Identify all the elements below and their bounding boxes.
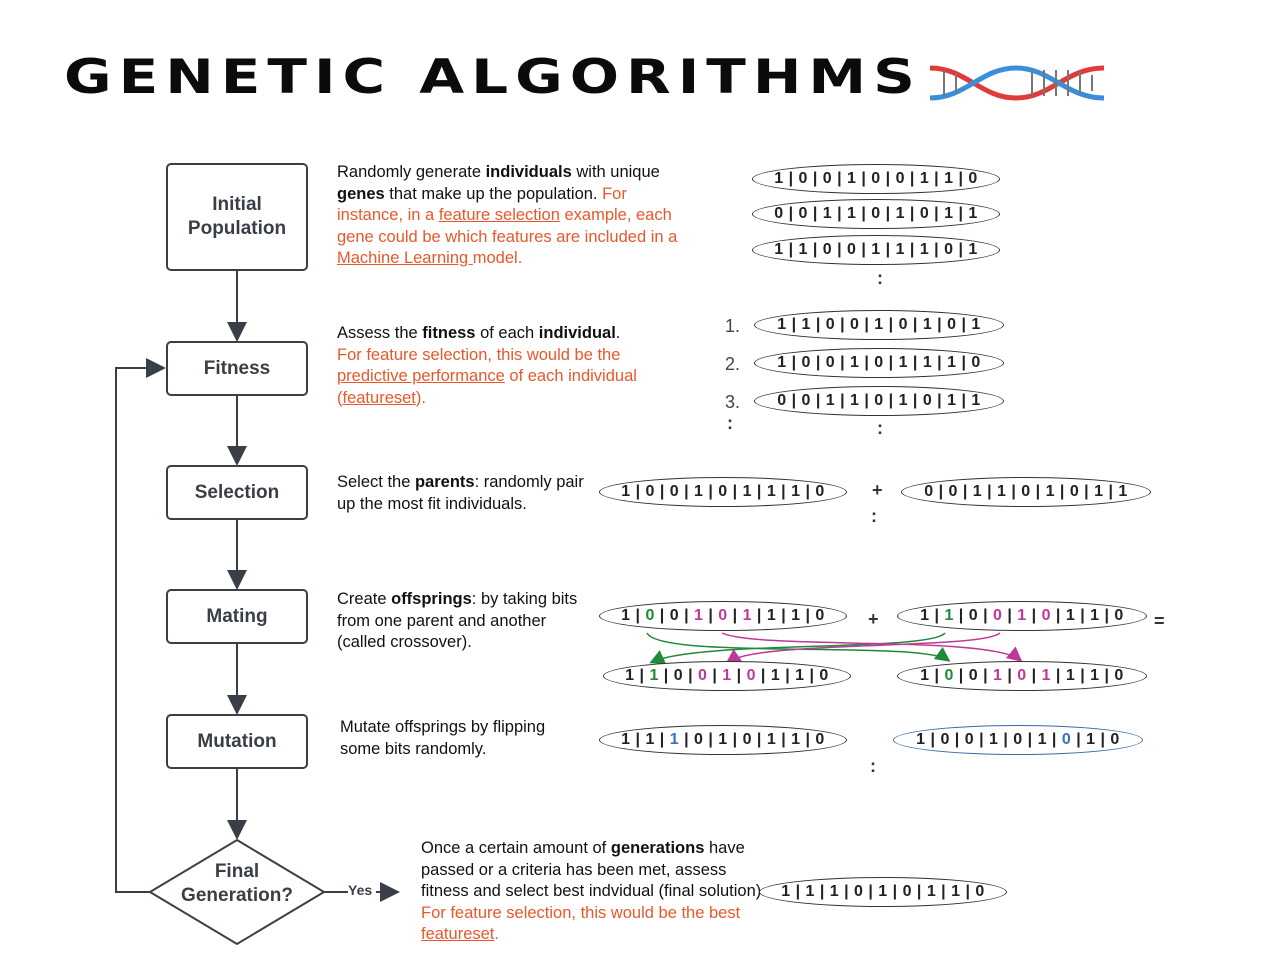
individual-chromosome: 0 | 0 | 1 | 1 | 0 | 1 | 0 | 1 | 1 [752, 199, 1000, 229]
parent-b: 0 | 0 | 1 | 1 | 0 | 1 | 0 | 1 | 1 [901, 477, 1151, 507]
ranked-individual: 1 | 0 | 0 | 1 | 0 | 1 | 1 | 1 | 0 [754, 348, 1004, 378]
mutated-offspring-a: 1 | 1 | 1 | 0 | 1 | 0 | 1 | 1 | 0 [599, 725, 847, 755]
offspring-b: 1 | 0 | 0 | 1 | 0 | 1 | 1 | 1 | 0 [897, 661, 1147, 691]
mutation-description: Mutate offsprings by flipping some bits … [340, 718, 546, 758]
plus-sign: + [868, 609, 879, 629]
final-description: Once a certain amount of generations hav… [421, 839, 766, 943]
ellipsis: : [877, 418, 883, 438]
fitness-description: Assess the fitness of each individual. F… [337, 324, 637, 407]
rank-label: 3. [725, 392, 741, 412]
ranked-individual: 1 | 1 | 0 | 0 | 1 | 0 | 1 | 0 | 1 [754, 310, 1004, 340]
ellipsis: : [871, 506, 877, 526]
final-generation-decision [148, 838, 326, 946]
plus-sign: + [872, 480, 883, 500]
ellipsis: : [727, 413, 733, 433]
selection-description: Select the parents: randomly pair up the… [337, 473, 584, 513]
ellipsis: : [877, 268, 883, 288]
mating-parent-b: 1 | 1 | 0 | 0 | 1 | 0 | 1 | 1 | 0 [897, 601, 1147, 631]
dna-icon [929, 65, 1105, 101]
parent-a: 1 | 0 | 0 | 1 | 0 | 1 | 1 | 1 | 0 [599, 477, 847, 507]
ellipsis: : [870, 756, 876, 776]
mating-parent-a: 1 | 0 | 0 | 1 | 0 | 1 | 1 | 1 | 0 [599, 601, 847, 631]
yes-label: Yes [348, 882, 373, 898]
rank-label: 1. [725, 316, 741, 336]
individual-chromosome: 1 | 0 | 0 | 1 | 0 | 0 | 1 | 1 | 0 [752, 164, 1000, 194]
initial-description: Randomly generate individuals with uniqu… [337, 163, 678, 267]
rank-label: 2. [725, 354, 741, 374]
final-solution: 1 | 1 | 1 | 0 | 1 | 0 | 1 | 1 | 0 [759, 877, 1007, 907]
step-selection: Selection [166, 465, 308, 520]
step-mating: Mating [166, 589, 308, 644]
step-fitness: Fitness [166, 341, 308, 396]
mating-description: Create offsprings: by taking bits from o… [337, 590, 578, 651]
ranked-individual: 0 | 0 | 1 | 1 | 0 | 1 | 0 | 1 | 1 [754, 386, 1004, 416]
page-title: GENETIC ALGORITHMS [64, 48, 922, 105]
equals-sign: = [1154, 611, 1165, 631]
offspring-a: 1 | 1 | 0 | 0 | 1 | 0 | 1 | 1 | 0 [603, 661, 851, 691]
mutated-offspring-b: 1 | 0 | 0 | 1 | 0 | 1 | 0 | 1 | 0 [893, 725, 1143, 755]
step-mutation: Mutation [166, 714, 308, 769]
individual-chromosome: 1 | 1 | 0 | 0 | 1 | 1 | 1 | 0 | 1 [752, 235, 1000, 265]
